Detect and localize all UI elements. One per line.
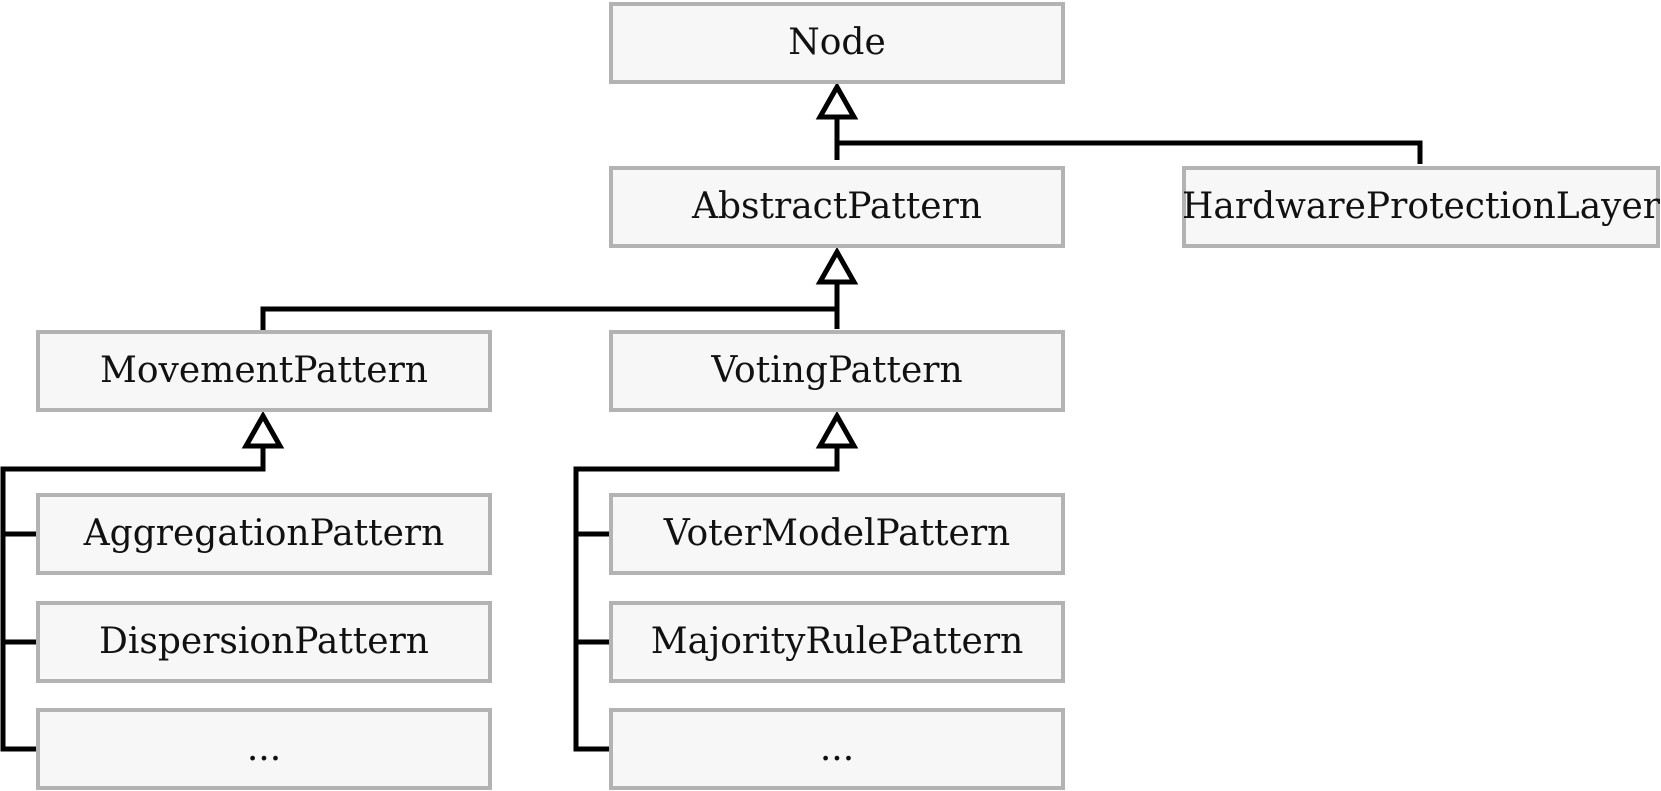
connector-movement-to-abstract [260, 306, 837, 330]
class-box-hardware-protection-layer[interactable]: HardwareProtectionLayer [1182, 166, 1660, 248]
class-box-movement-more[interactable]: ... [36, 708, 492, 790]
class-label: AggregationPattern [83, 513, 445, 554]
class-label: DispersionPattern [99, 621, 429, 662]
class-label: VotingPattern [711, 350, 963, 391]
class-box-voting-more[interactable]: ... [609, 708, 1065, 790]
generalization-arrowhead-abstract [815, 246, 859, 285]
class-label: MajorityRulePattern [650, 621, 1024, 662]
class-label: ... [246, 728, 282, 769]
class-label: ... [819, 728, 855, 769]
class-label: VoterModelPattern [663, 513, 1011, 554]
connector-voting-children [573, 446, 840, 752]
class-label: HardwareProtectionLayer [1182, 186, 1661, 227]
connector-hardware-to-node [837, 140, 1423, 164]
class-box-voting-pattern[interactable]: VotingPattern [609, 330, 1065, 412]
generalization-arrowhead-movement [241, 410, 285, 449]
generalization-arrowhead-voting [815, 410, 859, 449]
connector-movement-children [0, 446, 266, 752]
class-box-aggregation-pattern[interactable]: AggregationPattern [36, 493, 492, 575]
generalization-arrowhead-node [815, 81, 859, 120]
class-box-movement-pattern[interactable]: MovementPattern [36, 330, 492, 412]
class-label: Node [788, 22, 886, 63]
class-box-dispersion-pattern[interactable]: DispersionPattern [36, 601, 492, 683]
class-box-node[interactable]: Node [609, 2, 1065, 84]
class-label: AbstractPattern [692, 186, 982, 227]
class-box-majority-rule-pattern[interactable]: MajorityRulePattern [609, 601, 1065, 683]
class-box-voter-model-pattern[interactable]: VoterModelPattern [609, 493, 1065, 575]
class-box-abstract-pattern[interactable]: AbstractPattern [609, 166, 1065, 248]
class-label: MovementPattern [100, 350, 428, 391]
